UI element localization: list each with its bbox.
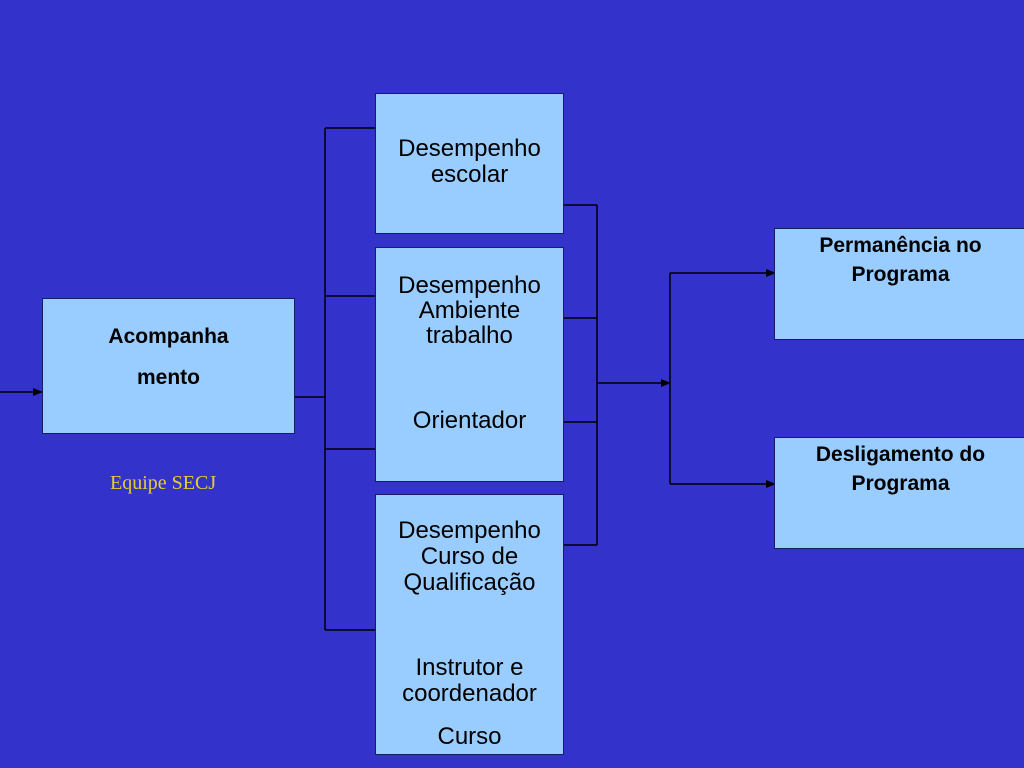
- stay-line2: Programa: [851, 263, 950, 286]
- course-performance-box: Desempenho Curso de Qualificação Instrut…: [375, 494, 564, 755]
- school-performance-box: Desempenho escolar: [375, 93, 564, 234]
- school-line1: Desempenho: [398, 135, 541, 162]
- leave-line2: Programa: [851, 472, 950, 495]
- leave-line1: Desligamento do: [815, 443, 986, 466]
- source-line1: Acompanha: [108, 325, 229, 348]
- stay-line1: Permanência no: [819, 234, 982, 257]
- course-line5: coordenador: [402, 680, 537, 707]
- leave-outcome-box: Desligamento do Programa: [774, 437, 1024, 549]
- work-line1: Desempenho: [398, 272, 541, 299]
- course-line6: Curso: [437, 723, 502, 750]
- course-line2: Curso de: [420, 543, 519, 570]
- source-line2: mento: [137, 366, 200, 389]
- work-line3: trabalho: [426, 322, 513, 349]
- course-line4: Instrutor e: [415, 654, 524, 681]
- work-line4: Orientador: [412, 407, 527, 434]
- course-line3: Qualificação: [403, 569, 536, 596]
- school-line2: escolar: [430, 161, 509, 188]
- course-line1: Desempenho: [398, 517, 541, 544]
- source-box: Acompanha mento: [42, 298, 295, 434]
- work-line2: Ambiente: [418, 297, 521, 324]
- stay-outcome-box: Permanência no Programa: [774, 228, 1024, 340]
- work-performance-box: Desempenho Ambiente trabalho Orientador: [375, 247, 564, 482]
- source-caption: Equipe SECJ: [110, 472, 217, 494]
